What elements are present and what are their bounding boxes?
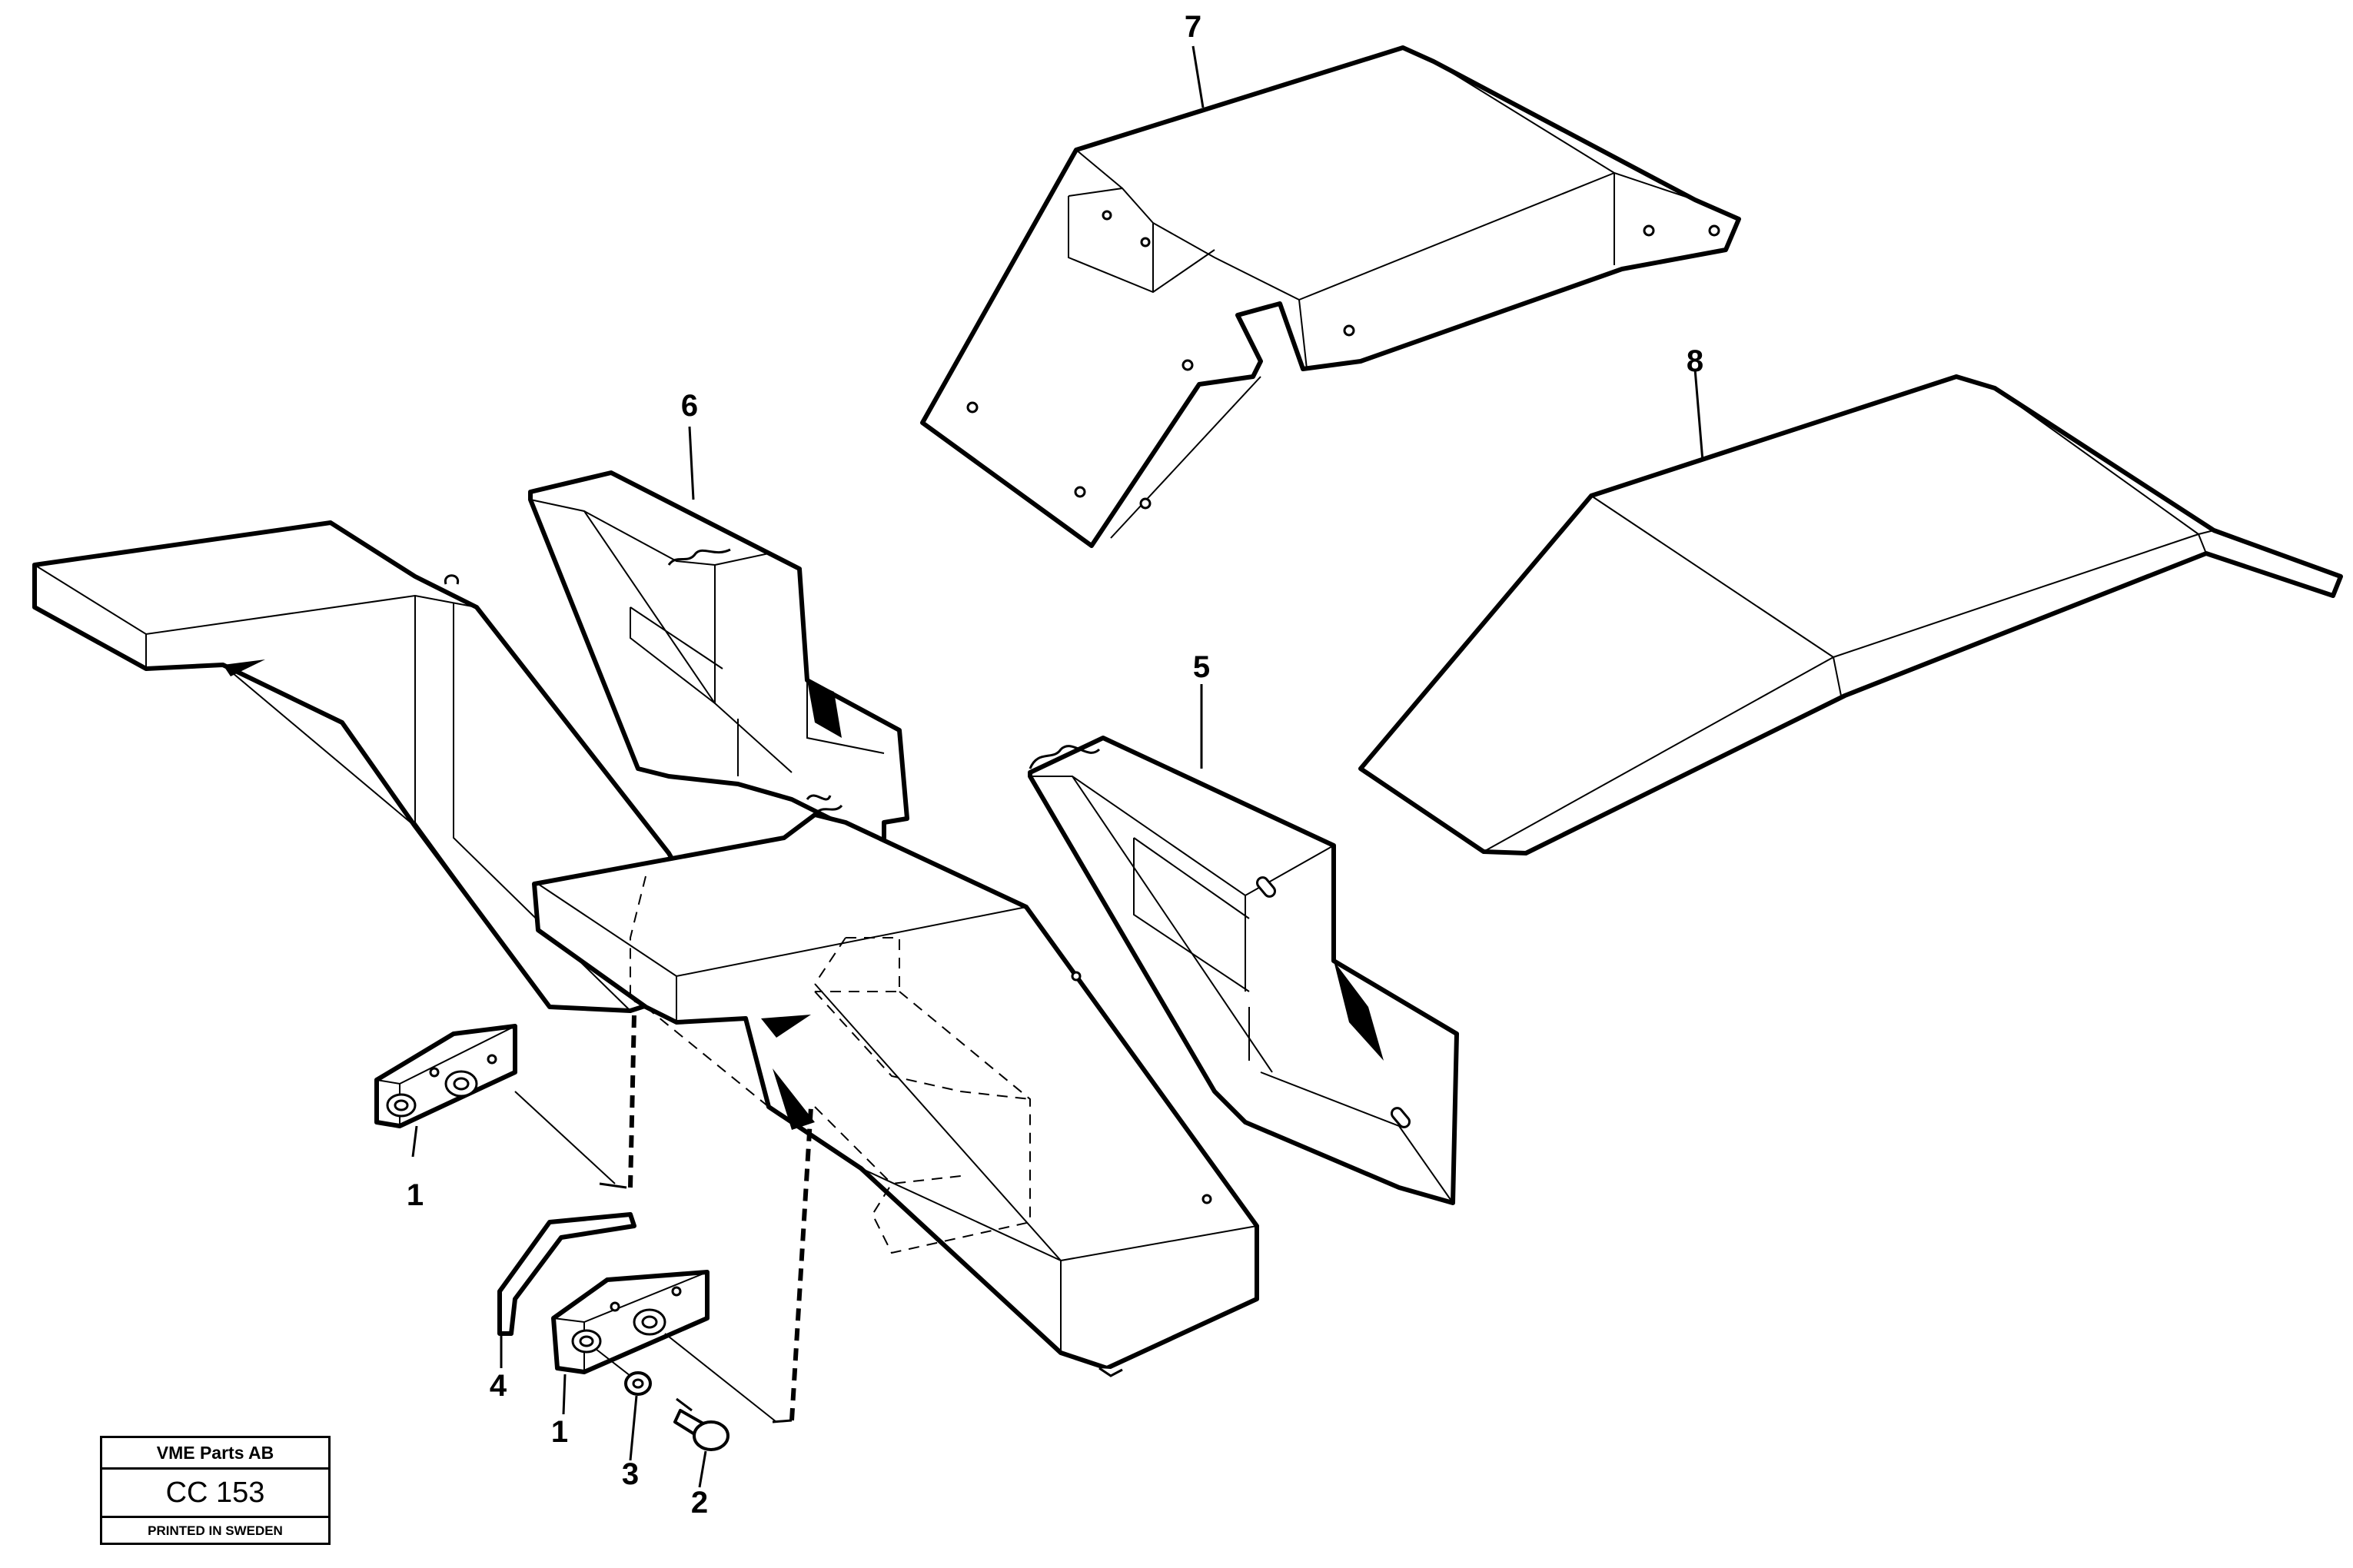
title-block-company: VME Parts AB	[102, 1438, 328, 1470]
callout-6: 6	[680, 389, 699, 423]
center-main-mudguard	[532, 804, 1259, 1377]
part-7-upper-fender	[920, 45, 1741, 548]
part-2-bolt	[673, 1397, 729, 1451]
callout-leaders	[411, 45, 1704, 1488]
title-block-printed: PRINTED IN SWEDEN	[148, 1523, 283, 1538]
title-block-code: CC 153	[102, 1470, 328, 1518]
part-8-large-fender	[1358, 374, 2343, 855]
callout-4: 4	[489, 1369, 507, 1403]
title-block: VME Parts AB CC 153 PRINTED IN SWEDEN	[100, 1436, 331, 1545]
part-1-bracket-plate-upper	[374, 1014, 636, 1189]
callout-7: 7	[1184, 10, 1202, 44]
callout-1-upper: 1	[406, 1178, 424, 1212]
callout-8: 8	[1686, 344, 1704, 378]
part-3-washer	[595, 1348, 652, 1396]
callout-5: 5	[1192, 650, 1211, 684]
callout-1-lower: 1	[550, 1415, 569, 1449]
part-6-inner-mudguard	[528, 470, 909, 848]
callout-3: 3	[621, 1457, 640, 1491]
part-4-bent-strip	[497, 1212, 636, 1336]
part-1-bracket-plate-lower	[551, 1106, 813, 1423]
part-5-side-mudguard	[1028, 736, 1459, 1205]
callout-2: 2	[690, 1486, 709, 1520]
